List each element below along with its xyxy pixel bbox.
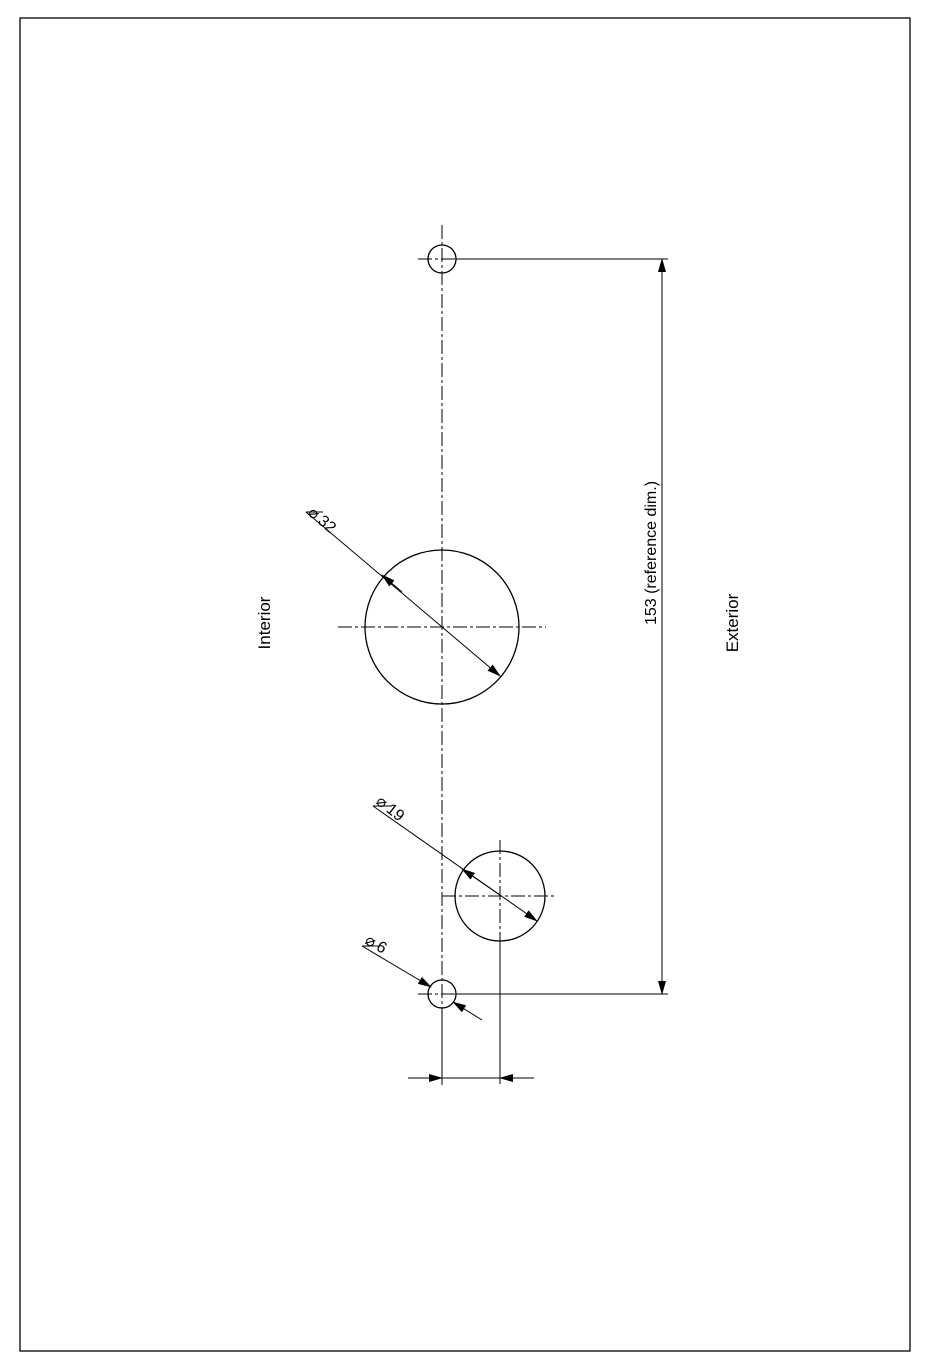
diameter-19-label: ⌀ 19 (373, 793, 408, 825)
horizontal-offset-dimension (408, 941, 534, 1084)
diameter-32-label: ⌀ 32 (304, 504, 339, 537)
hole-bottom-6 (362, 946, 482, 1020)
interior-label: Interior (255, 596, 274, 649)
diameter-6-label: ⌀ 6 (362, 932, 390, 958)
hole-large (306, 512, 546, 704)
exterior-label: Exterior (723, 593, 742, 652)
reference-dim-label: 153 (reference dim.) (643, 481, 660, 625)
hole-medium (373, 806, 556, 955)
diameter-32-value: 32 (314, 512, 339, 537)
diameter-19-value: 19 (383, 801, 408, 825)
drawing-frame (20, 18, 910, 1351)
